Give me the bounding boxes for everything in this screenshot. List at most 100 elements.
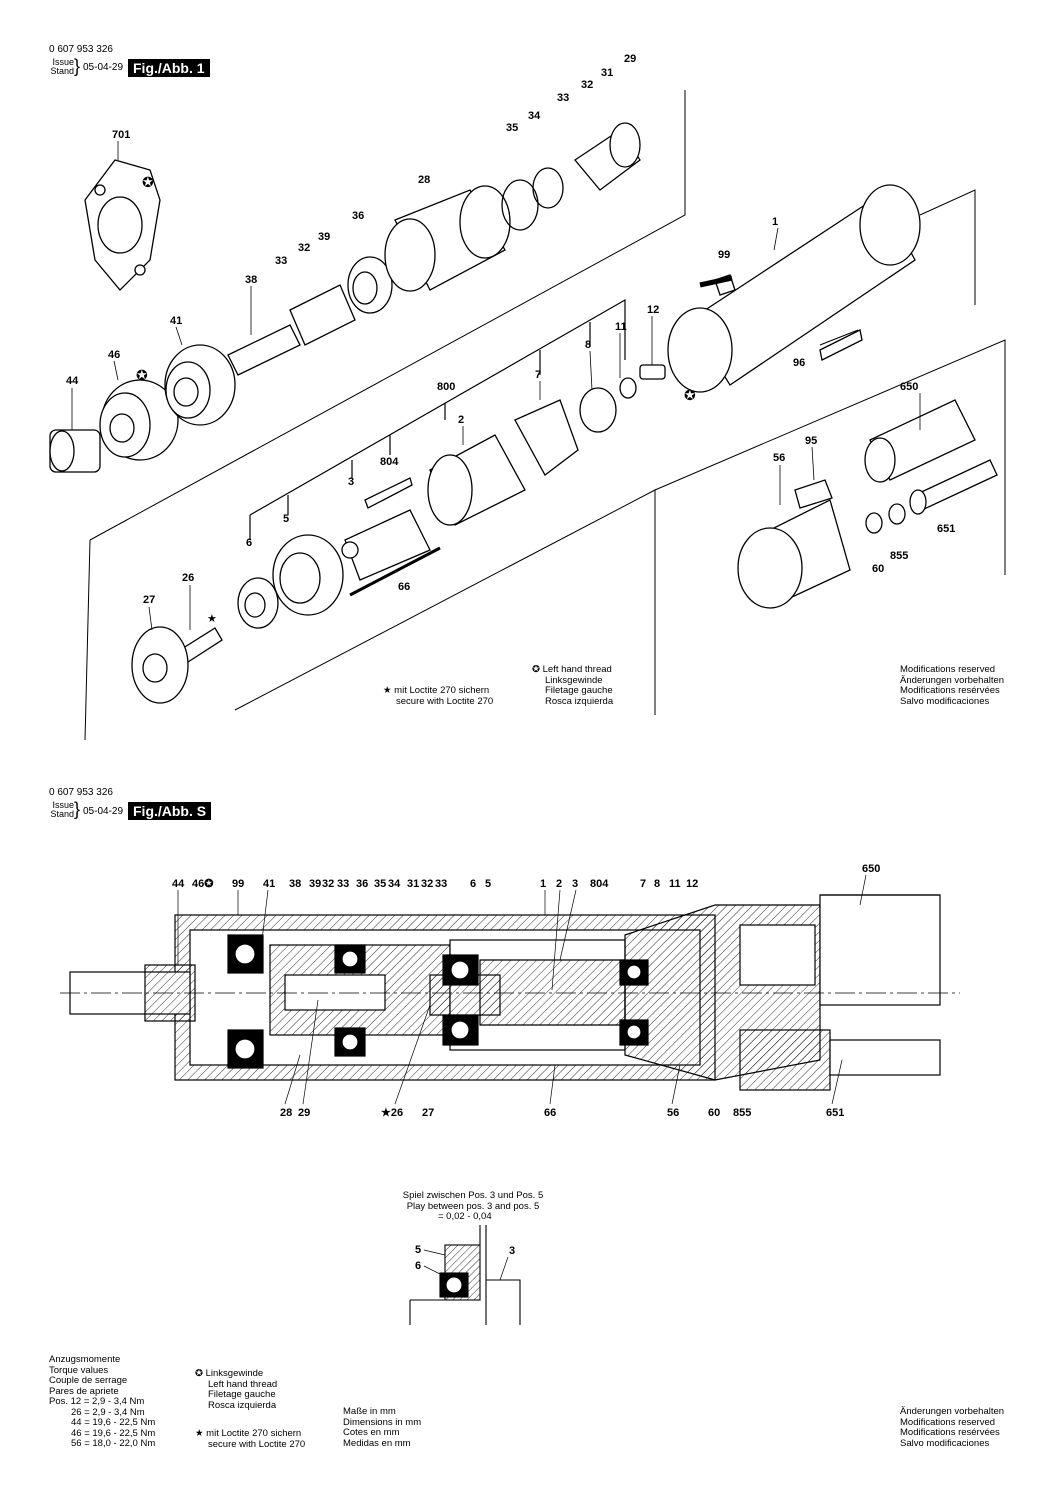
svg-text:1: 1 [772,216,778,228]
svg-text:60: 60 [872,563,884,575]
svg-text:★26: ★26 [381,1107,403,1119]
svg-text:39: 39 [318,231,330,243]
svg-text:32: 32 [421,878,433,890]
svg-text:34: 34 [528,110,541,122]
part-855-oring [888,503,906,525]
svg-text:650: 650 [900,381,918,393]
part-11-washer [619,377,637,399]
svg-text:7: 7 [535,369,541,381]
svg-text:32: 32 [298,242,310,254]
part-29-carrier [574,122,641,191]
svg-text:6: 6 [415,1260,421,1272]
part-5-endplate [272,534,344,616]
svg-text:855: 855 [733,1107,751,1119]
loctite-note-2: ★ mit Loctite 270 sichern secure with Lo… [195,1428,306,1450]
svg-text:56: 56 [773,452,785,464]
brace: } [74,56,81,76]
play-title-de: Spiel zwischen Pos. 3 und Pos. 5 [402,1190,544,1201]
lh-note-icon: ✪ [532,664,540,675]
left-hand-thread-symbols: ✪ ✪ ✪ [136,174,696,403]
svg-text:5: 5 [283,513,289,525]
svg-text:3: 3 [348,476,354,488]
svg-text:26: 26 [182,572,194,584]
part-651-hose-nipple [909,459,998,515]
svg-text:6: 6 [470,878,476,890]
loctite-star-icon-2: ★ [195,1428,204,1439]
sectional-view-diagram: 44 46✪ 99 41 38 39 32 33 36 35 34 31 32 … [60,863,960,1119]
part-99-label-band [699,275,733,288]
part-44-nut [49,429,101,473]
svg-text:31: 31 [601,67,613,79]
svg-text:701: 701 [112,129,130,141]
doc-number: 0 607 953 326 [49,44,113,55]
svg-text:33: 33 [435,878,447,890]
svg-text:8: 8 [654,878,660,890]
svg-text:41: 41 [263,878,275,890]
issue-date: 05-04-29 [83,62,124,73]
svg-text:38: 38 [289,878,301,890]
svg-text:44: 44 [172,878,185,890]
lh-note-icon-2: ✪ [195,1368,203,1379]
modifications-note-2: Änderungen vorbehalten Modifications res… [900,1406,1005,1449]
svg-text:38: 38 [245,274,257,286]
left-hand-thread-note-2: ✪ Linksgewinde Left hand thread Filetage… [195,1368,278,1411]
part-701-flange [84,159,161,291]
part-41-bearing [164,344,236,426]
part-36-bearing [347,256,393,314]
svg-text:56: 56 [667,1107,679,1119]
part-95-label [794,479,833,509]
lh-symbol: ✪ [684,387,696,403]
part-2-cylinder [427,434,526,526]
part-3-rotor [341,509,431,581]
svg-text:3: 3 [572,878,578,890]
play-note: Spiel zwischen Pos. 3 und Pos. 5 Play be… [398,1190,548,1223]
svg-text:33: 33 [557,92,569,104]
svg-text:33: 33 [275,255,287,267]
svg-text:11: 11 [615,321,627,333]
dimensions-note: Maße in mm Dimensions in mm Cotes en mm … [343,1406,422,1449]
svg-text:44: 44 [66,375,79,387]
section-bottom-labels: 28 29 ★26 27 66 56 60 855 651 [280,1107,844,1119]
part-1-housing [667,184,921,393]
svg-text:99: 99 [718,249,730,261]
issue-stand-label: Issue Stand [50,58,74,76]
svg-text:34: 34 [388,878,401,890]
svg-text:2: 2 [556,878,562,890]
left-hand-thread-note: ✪ Left hand thread Linksgewinde Filetage… [532,664,614,707]
loctite-note: ★ mit Loctite 270 sichern secure with Lo… [383,685,494,707]
svg-text:8: 8 [585,339,591,351]
part-66-pin [349,546,441,597]
svg-text:32: 32 [322,878,334,890]
svg-text:2: 2 [458,414,464,426]
section-top-labels: 44 46✪ 99 41 38 39 32 33 36 35 34 31 32 … [172,863,880,890]
issue-stand-label-2: Issue Stand [50,800,74,819]
part-56-endcap [737,499,851,609]
svg-text:5: 5 [485,878,491,890]
part-34-washer [532,167,564,209]
part-38-shaft [227,284,356,376]
svg-text:651: 651 [937,523,955,535]
svg-text:66: 66 [544,1107,556,1119]
svg-text:29: 29 [298,1107,310,1119]
svg-text:3: 3 [509,1245,515,1257]
svg-text:66: 66 [398,581,410,593]
svg-text:32: 32 [581,79,593,91]
svg-text:12: 12 [647,304,659,316]
svg-text:800: 800 [437,381,455,393]
exploded-view-diagram: ✪ ✪ ✪ ★ 701 46 44 41 38 33 32 39 36 28 3… [49,53,1006,740]
figure-badge: Fig./Abb. 1 [128,59,210,77]
part-8-bearing [579,387,617,433]
part-28-ring-gear [384,185,511,292]
part-35-circlip [501,179,539,231]
svg-text:33: 33 [337,878,349,890]
svg-text:28: 28 [280,1107,292,1119]
brace-2: } [74,799,81,819]
figure-badge-2: Fig./Abb. S [128,802,212,820]
issue-date-2: 05-04-29 [83,806,124,817]
svg-text:96: 96 [793,357,805,369]
part-6-bearing [237,577,279,629]
svg-text:804: 804 [590,878,609,890]
play-value: = 0,02 - 0,04 [438,1211,492,1222]
svg-text:36: 36 [356,878,368,890]
svg-text:27: 27 [143,594,155,606]
